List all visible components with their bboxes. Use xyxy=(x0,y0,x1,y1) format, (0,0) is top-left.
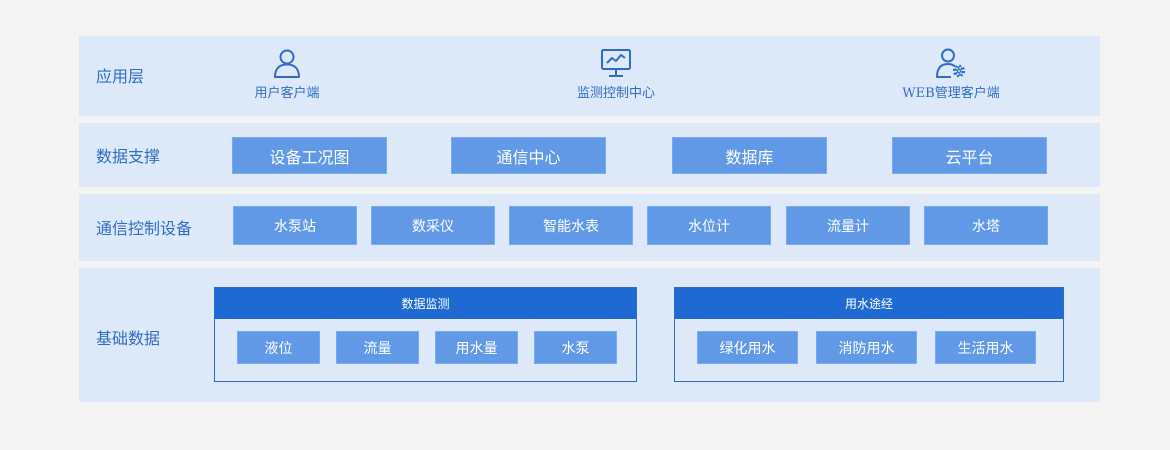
user-icon xyxy=(274,49,300,78)
group-header: 数据监测 xyxy=(215,288,636,319)
base-data-layer: 基础数据 数据监测 液位 流量 用水量 水泵 用水途经 绿化用水 消防用水 生活… xyxy=(79,268,1100,402)
user-gear-icon xyxy=(936,48,966,78)
device-box: 水位计 xyxy=(647,206,771,245)
app-item-label: WEB管理客户端 xyxy=(902,86,1000,101)
layer-label-base-data: 基础数据 xyxy=(96,329,161,348)
monitor-box: 液位 xyxy=(237,331,320,364)
monitor-box: 流量 xyxy=(336,331,419,364)
data-support-box: 通信中心 xyxy=(451,137,606,174)
app-item-monitor-center: 监测控制中心 xyxy=(516,36,716,101)
device-box: 智能水表 xyxy=(509,206,633,245)
data-support-box: 数据库 xyxy=(672,137,827,174)
comm-devices-layer: 通信控制设备 水泵站 数采仪 智能水表 水位计 流量计 水塔 xyxy=(79,194,1100,261)
usage-box: 生活用水 xyxy=(935,331,1036,364)
app-item-label: 用户客户端 xyxy=(254,86,320,101)
device-box: 流量计 xyxy=(786,206,910,245)
usage-box: 消防用水 xyxy=(816,331,917,364)
layer-label-application: 应用层 xyxy=(96,67,145,86)
data-support-layer: 数据支撑 设备工况图 通信中心 数据库 云平台 xyxy=(79,123,1100,187)
usage-box: 绿化用水 xyxy=(697,331,798,364)
app-item-label: 监测控制中心 xyxy=(576,86,655,101)
monitor-box: 用水量 xyxy=(435,331,518,364)
group-data-monitoring: 数据监测 液位 流量 用水量 水泵 xyxy=(214,287,637,382)
application-layer: 应用层 用户客户端 监测控制中心 WEB管理客户端 xyxy=(79,36,1100,116)
group-water-usage: 用水途经 绿化用水 消防用水 生活用水 xyxy=(674,287,1064,382)
layer-label-data-support: 数据支撑 xyxy=(96,147,161,166)
data-support-box: 设备工况图 xyxy=(232,137,387,174)
group-header: 用水途经 xyxy=(675,288,1063,319)
monitor-box: 水泵 xyxy=(534,331,617,364)
monitor-chart-icon xyxy=(601,49,631,77)
app-item-user-client: 用户客户端 xyxy=(187,36,387,101)
data-support-box: 云平台 xyxy=(892,137,1047,174)
device-box: 水塔 xyxy=(924,206,1048,245)
device-box: 数采仪 xyxy=(371,206,495,245)
device-box: 水泵站 xyxy=(233,206,357,245)
app-item-web-client: WEB管理客户端 xyxy=(851,36,1051,101)
layer-label-comm-devices: 通信控制设备 xyxy=(96,219,193,238)
